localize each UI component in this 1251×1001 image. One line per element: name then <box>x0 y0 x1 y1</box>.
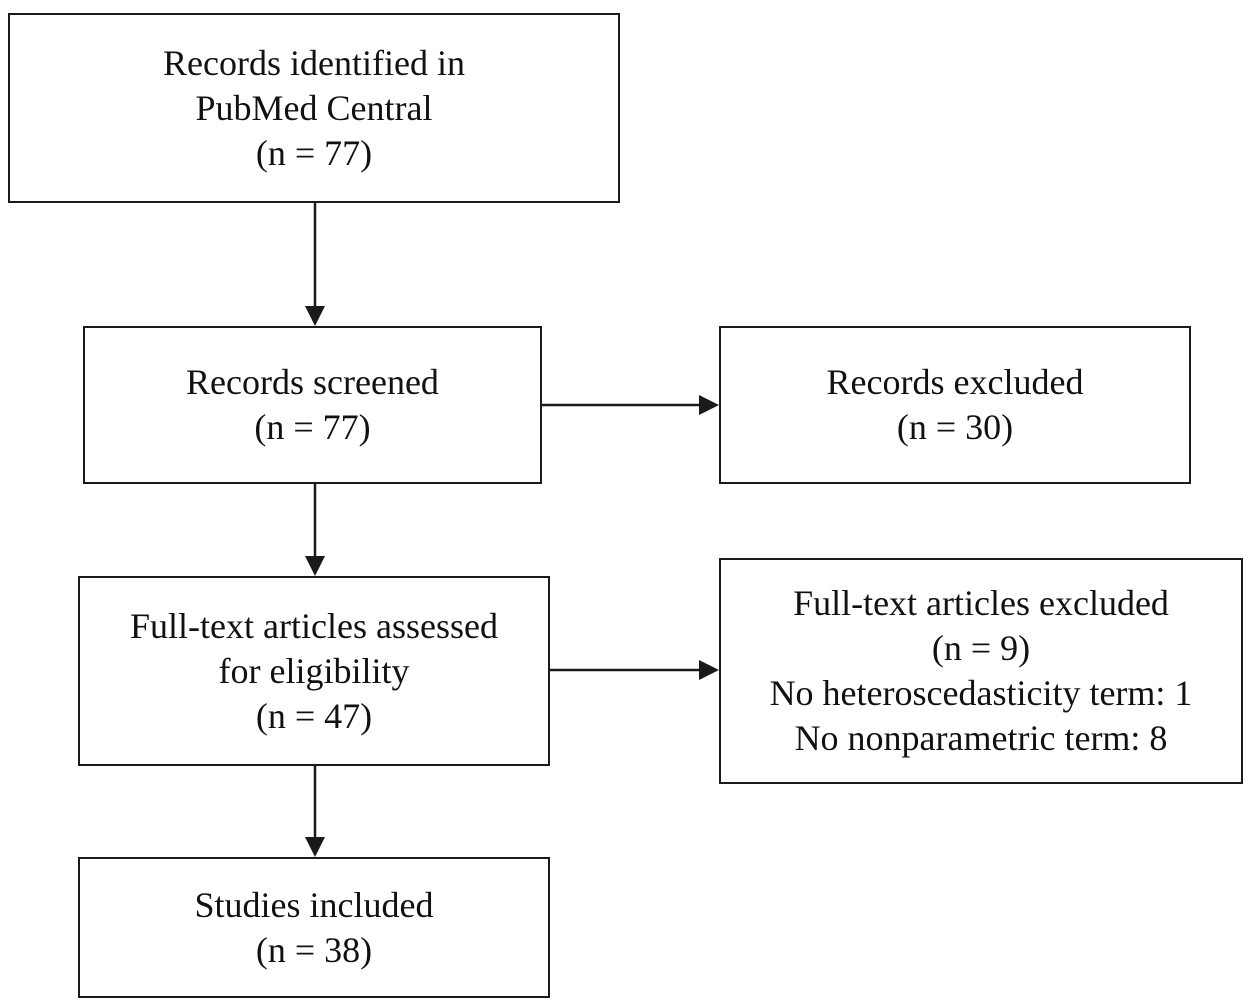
records-identified-count: (n = 77) <box>255 132 373 173</box>
arrow-assessed-to-ft-excluded <box>550 660 719 680</box>
studies-included-count: (n = 38) <box>255 929 373 970</box>
studies-included-box: Studies included (n = 38) <box>78 857 550 998</box>
fulltext-assessed-label-line1: Full-text articles assessed <box>130 605 498 646</box>
records-identified-label-line2: PubMed Central <box>195 87 433 128</box>
fulltext-excluded-box: Full-text articles excluded (n = 9) No h… <box>719 558 1243 784</box>
records-excluded-count: (n = 30) <box>896 407 1014 447</box>
fulltext-assessed-count: (n = 47) <box>255 695 373 736</box>
arrow-screened-to-excluded <box>542 395 719 415</box>
records-identified-box: Records identified in PubMed Central (n … <box>8 13 620 203</box>
records-excluded-label: Records excluded <box>826 362 1084 402</box>
fulltext-excluded-count: (n = 9) <box>931 628 1031 668</box>
fulltext-excluded-label: Full-text articles excluded <box>793 583 1169 623</box>
records-excluded-box: Records excluded (n = 30) <box>719 326 1191 484</box>
records-screened-box: Records screened (n = 77) <box>83 326 542 484</box>
arrow-assessed-to-included <box>305 766 325 857</box>
records-identified-label-line1: Records identified in <box>163 42 465 83</box>
records-screened-label: Records screened <box>186 362 439 402</box>
fulltext-excluded-reason-heteroscedasticity: No heteroscedasticity term: 1 <box>769 673 1193 713</box>
arrow-identified-to-screened <box>305 203 325 326</box>
arrow-screened-to-assessed <box>305 484 325 576</box>
records-screened-count: (n = 77) <box>254 407 371 447</box>
fulltext-assessed-box: Full-text articles assessed for eligibil… <box>78 576 550 766</box>
studies-included-label: Studies included <box>194 884 434 925</box>
fulltext-assessed-label-line2: for eligibility <box>218 650 410 691</box>
fulltext-excluded-reason-nonparametric: No nonparametric term: 8 <box>794 718 1168 758</box>
